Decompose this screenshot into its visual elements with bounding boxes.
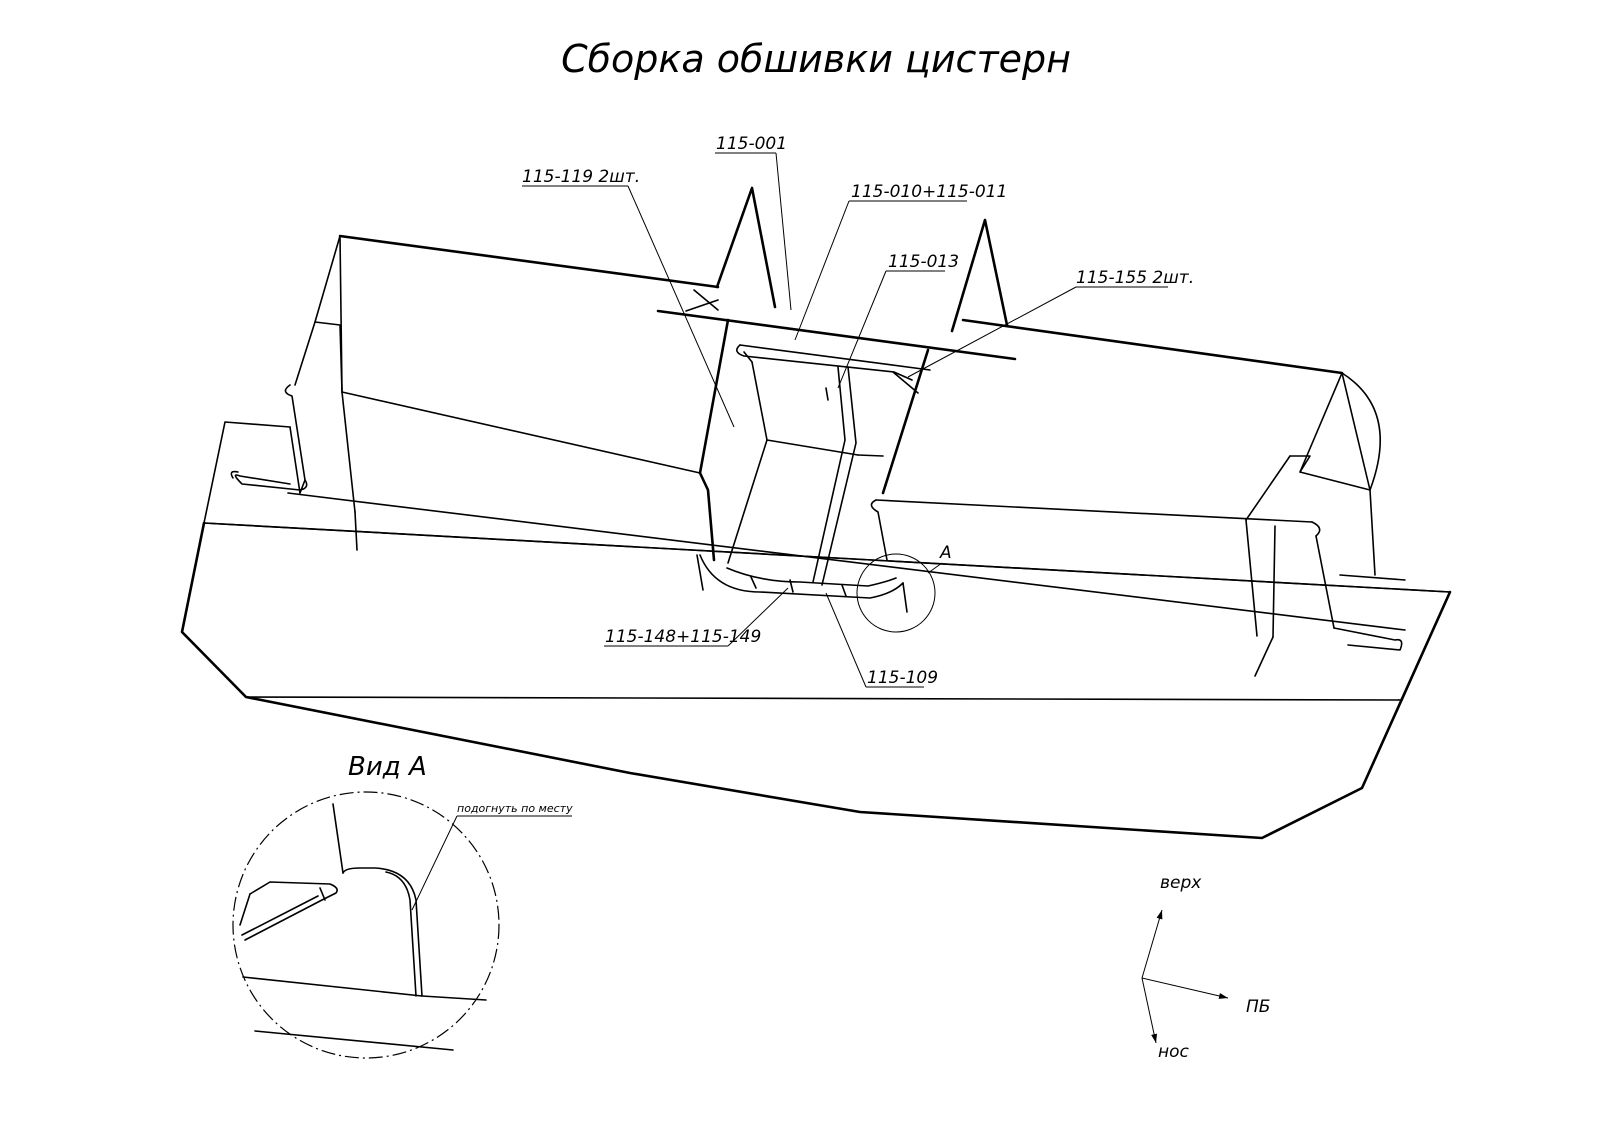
callout-115-148: 115-148+115-149 [605, 627, 761, 647]
callout-115-119: 115-119 2шт. [522, 167, 640, 187]
callout-115-001: 115-001 [716, 134, 787, 154]
axis-up-label: верх [1160, 873, 1202, 893]
callout-115-010: 115-010+115-011 [851, 182, 1007, 202]
hull-body [180, 421, 1452, 840]
detail-view-title: Вид А [348, 752, 427, 782]
detail-view-a: подогнуть по месту [232, 791, 573, 1059]
callout-115-109: 115-109 [867, 668, 938, 688]
callout-view-a-marker: А [939, 543, 952, 563]
detail-note: подогнуть по месту [457, 802, 573, 815]
callout-leaders [522, 152, 1168, 688]
axis-starboard-label: ПБ [1246, 997, 1270, 1017]
axis-bow-label: нос [1158, 1042, 1190, 1062]
drawing-title: Сборка обшивки цистерн [561, 37, 1071, 81]
orientation-axes [1141, 909, 1229, 1044]
callout-115-013: 115-013 [888, 252, 959, 272]
callout-115-155: 115-155 2шт. [1076, 268, 1194, 288]
right-tank [870, 318, 1406, 651]
center-section [656, 186, 1017, 613]
left-tank [230, 234, 720, 513]
